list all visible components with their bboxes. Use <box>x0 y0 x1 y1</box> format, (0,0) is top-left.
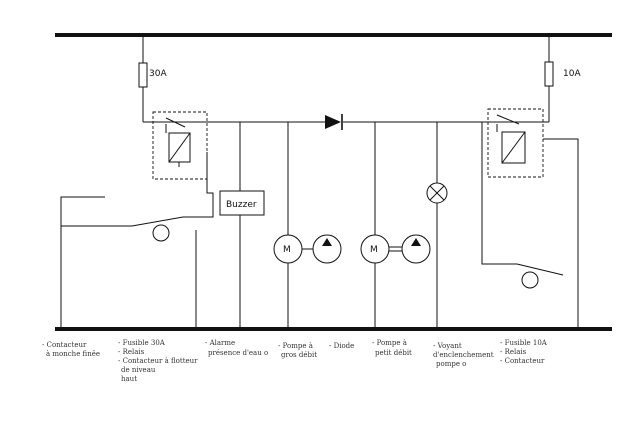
legend-item-3: - Alarme présence d'eau o <box>205 339 268 357</box>
buzzer-label: Buzzer <box>226 200 257 210</box>
legend-item-4: - Pompe à gros débit <box>278 341 317 359</box>
motor-2-label: M <box>370 245 378 255</box>
legend-item-1: - Contacteur à monche finêe <box>42 341 100 358</box>
pump-indicator-lamp <box>426 122 448 329</box>
legend-item-2: - Fusible 30A - Relais - Contacteur à fl… <box>118 339 200 383</box>
pump-high-flow: M <box>273 122 342 329</box>
pump-low-flow: M <box>360 122 431 329</box>
legend-item-7: - Voyant d'enclenchement pompe o <box>433 342 496 368</box>
legend-item-6: - Pompe à petit débit <box>372 338 412 357</box>
legend-item-8: - Fusible 10A - Relais - Contacteur <box>500 339 549 365</box>
float-switch-left <box>60 152 214 329</box>
motor-1-label: M <box>283 245 291 255</box>
legend-item-5: - Diode <box>329 342 354 350</box>
fuse-30a-label: 30A <box>149 69 167 79</box>
relay-right <box>487 108 544 178</box>
buzzer: Buzzer <box>219 122 265 329</box>
fuse-30a: 30A <box>138 35 167 122</box>
legend: - Contacteur à monche finêe - Fusible 30… <box>42 338 549 383</box>
contactor-right <box>481 122 579 329</box>
fuse-10a-label: 10A <box>563 69 581 79</box>
fuse-10a: 10A <box>544 35 581 122</box>
relay-left <box>152 111 208 180</box>
diode-symbol <box>325 114 343 130</box>
